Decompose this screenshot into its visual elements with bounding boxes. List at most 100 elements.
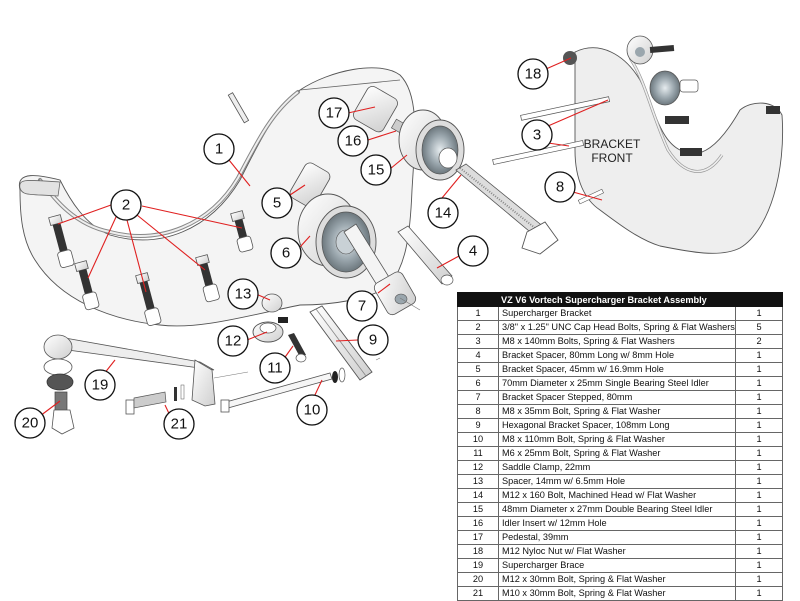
svg-text:8: 8: [556, 179, 564, 196]
callout-7: 7: [346, 290, 378, 322]
leader-14: [441, 174, 462, 199]
item-quantity: 1: [735, 502, 783, 517]
callout-19: 19: [84, 369, 116, 401]
callout-20: 20: [14, 407, 46, 439]
item-number: 11: [457, 446, 499, 461]
bracket-front-label-line1: BRACKET: [584, 137, 641, 151]
item-number: 5: [457, 362, 499, 377]
svg-text:10: 10: [304, 402, 321, 419]
item-description: M12 x 30mm Bolt, Spring & Flat Washer: [498, 572, 736, 587]
item-description: Bracket Spacer, 80mm Long w/ 8mm Hole: [498, 348, 736, 363]
double-bearing-idler: [398, 109, 465, 181]
leader-3a: [547, 99, 609, 127]
svg-text:16: 16: [345, 133, 362, 150]
item-quantity: 1: [735, 362, 783, 377]
item-quantity: 1: [735, 516, 783, 531]
leader-6: [299, 235, 311, 248]
item-number: 14: [457, 488, 499, 503]
item-number: 10: [457, 432, 499, 447]
callout-5: 5: [261, 187, 293, 219]
item-description: M8 x 140mm Bolts, Spring & Flat Washers: [498, 334, 736, 349]
item-description: M8 x 110mm Bolt, Spring & Flat Washer: [498, 432, 736, 447]
svg-text:1: 1: [215, 141, 223, 158]
item-description: Idler Insert w/ 12mm Hole: [498, 516, 736, 531]
svg-text:19: 19: [92, 377, 109, 394]
item-number: 1: [457, 306, 499, 321]
leader-7: [377, 283, 391, 294]
item-description: Pedestal, 39mm: [498, 530, 736, 545]
item-description: Bracket Spacer, 45mm w/ 16.9mm Hole: [498, 362, 736, 377]
callout-2: 2: [110, 189, 142, 221]
leader-1: [228, 159, 251, 187]
svg-text:3: 3: [533, 127, 541, 144]
m8-110mm-bolt: [220, 367, 346, 413]
upper-idler-stack: [353, 85, 559, 255]
item-quantity: 1: [735, 376, 783, 391]
item-description: Supercharger Brace: [498, 558, 736, 573]
callout-15: 15: [360, 154, 392, 186]
callout-10: 10: [296, 394, 328, 426]
leader-2c: [126, 219, 147, 293]
leader-2e: [141, 205, 243, 229]
bracket-spacer-80mm: [397, 225, 454, 286]
leader-9: [335, 339, 359, 342]
svg-text:6: 6: [282, 245, 290, 262]
leader-18: [545, 57, 572, 70]
item-quantity: 1: [735, 544, 783, 559]
item-description: 3/8" x 1.25" UNC Cap Head Bolts, Spring …: [498, 320, 736, 335]
item-quantity: 1: [735, 474, 783, 489]
item-number: 20: [457, 572, 499, 587]
bracket-front-view: BRACKET FRONT: [492, 35, 784, 254]
item-number: 7: [457, 390, 499, 405]
item-description: 70mm Diameter x 25mm Single Bearing Stee…: [498, 376, 736, 391]
axis-lines: [213, 297, 421, 379]
callout-4: 4: [457, 235, 489, 267]
item-description: Supercharger Bracket: [498, 306, 736, 321]
svg-text:14: 14: [435, 205, 452, 222]
item-quantity: 5: [735, 320, 783, 335]
parts-table-title: VZ V6 Vortech Supercharger Bracket Assem…: [498, 292, 736, 307]
callout-11: 11: [259, 352, 291, 384]
leader-17: [347, 106, 376, 114]
item-number: 8: [457, 404, 499, 419]
item-description: M6 x 25mm Bolt, Spring & Flat Washer: [498, 446, 736, 461]
leader-12: [246, 331, 268, 341]
leader-15: [389, 154, 408, 170]
item-number: 17: [457, 530, 499, 545]
callout-8: 8: [544, 171, 576, 203]
leader-lines: [39, 57, 609, 423]
cap-head-bolts: [48, 210, 254, 326]
callout-9: 9: [357, 324, 389, 356]
callout-18: 18: [517, 58, 549, 90]
svg-text:18: 18: [525, 66, 542, 83]
parts-table-header: VZ V6 Vortech Supercharger Bracket Assem…: [457, 292, 783, 307]
item-description: M12 Nyloc Nut w/ Flat Washer: [498, 544, 736, 559]
item-quantity: 1: [735, 488, 783, 503]
leader-2b: [87, 216, 117, 279]
callout-14: 14: [427, 197, 459, 229]
callouts: 1 2 3 4 5 6 7 8 9 10 11 12 13 14 15 16 1…: [14, 58, 576, 440]
item-quantity: 1: [735, 404, 783, 419]
item-number: 9: [457, 418, 499, 433]
item-description: Saddle Clamp, 22mm: [498, 460, 736, 475]
item-number: 19: [457, 558, 499, 573]
item-description: 48mm Diameter x 27mm Double Bearing Stee…: [498, 502, 736, 517]
lower-idler-stack: [289, 162, 417, 316]
leader-20: [39, 400, 61, 417]
item-number: 21: [457, 586, 499, 601]
leader-10: [313, 379, 323, 398]
svg-text:12: 12: [225, 333, 242, 350]
item-number: 18: [457, 544, 499, 559]
item-quantity: 2: [735, 334, 783, 349]
item-quantity: 1: [735, 418, 783, 433]
